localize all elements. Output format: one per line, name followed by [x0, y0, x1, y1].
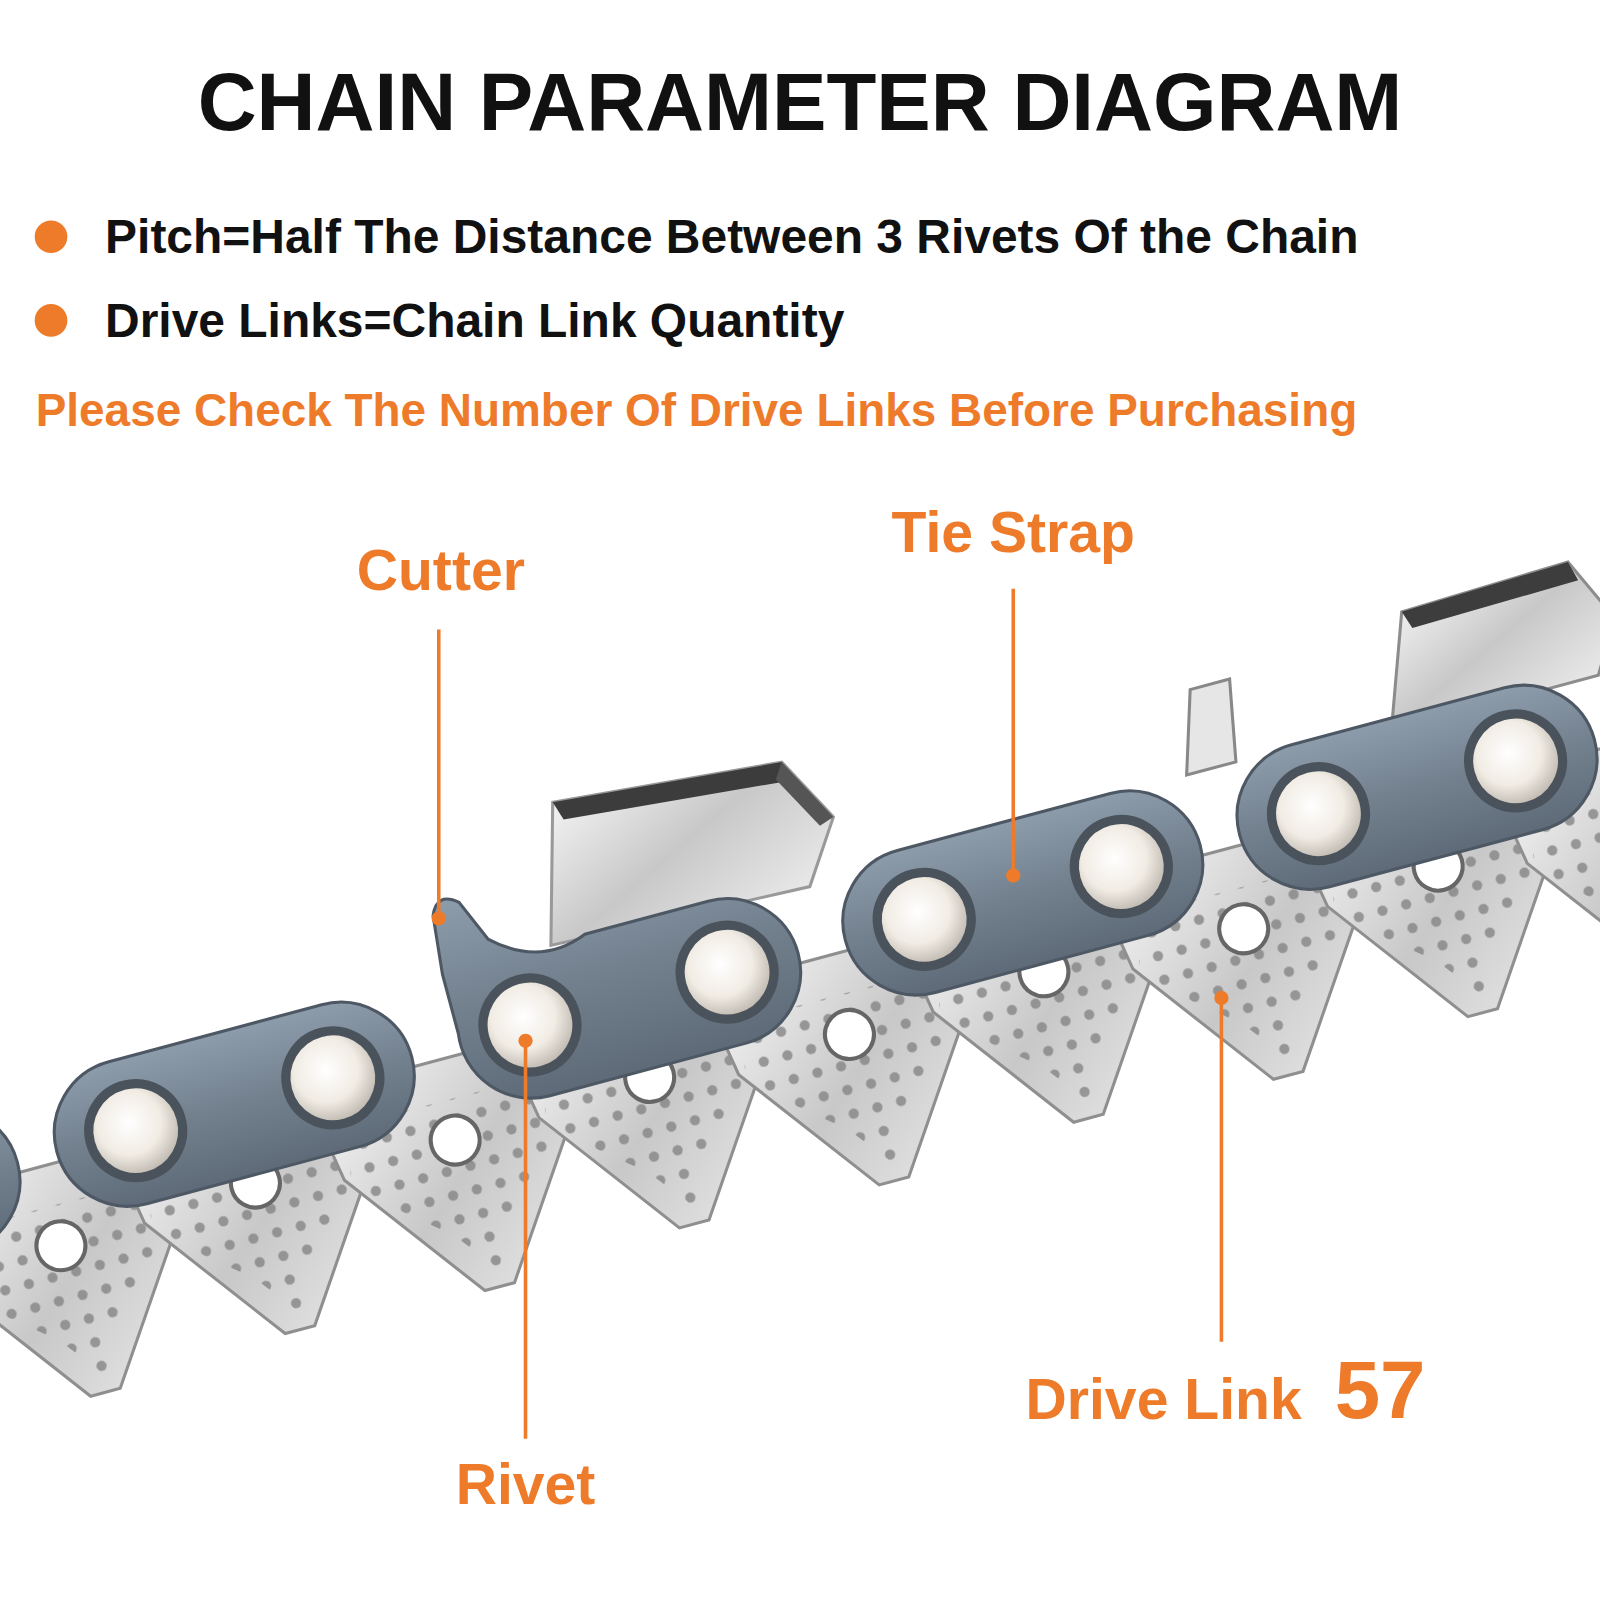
- leader-line: [1011, 589, 1015, 876]
- leader-dots: [432, 868, 1229, 1048]
- bullet-text: Drive Links=Chain Link Quantity: [105, 297, 844, 345]
- part-label: Rivet: [456, 1456, 596, 1513]
- rivet: [1458, 703, 1573, 818]
- cutter-fin: [1166, 679, 1251, 775]
- notice-text: Please Check The Number Of Drive Links B…: [36, 388, 1358, 434]
- cutter-face: [772, 753, 835, 834]
- callout-number: 57: [1335, 1349, 1426, 1431]
- rivet: [78, 1073, 193, 1188]
- part-label: Cutter: [357, 543, 525, 600]
- bullet-dot: [35, 220, 68, 253]
- tie-strap: [826, 774, 1219, 1011]
- leader-dot: [1006, 868, 1020, 882]
- cutter-plate: [423, 814, 817, 1114]
- rivet: [867, 862, 982, 977]
- rivet: [1261, 756, 1376, 871]
- leader-dot: [518, 1034, 532, 1048]
- cutter-top: [553, 741, 794, 842]
- tie-strap: [38, 986, 431, 1223]
- rivet: [275, 1020, 390, 1135]
- leader-lines: [439, 589, 1222, 1439]
- leader-line: [1220, 998, 1224, 1342]
- saw-chain: [0, 498, 1600, 1494]
- bullet-dot: [35, 304, 68, 337]
- rivet: [472, 967, 587, 1082]
- part-label: Drive Link: [1026, 1371, 1302, 1428]
- tie-strap: [1221, 669, 1600, 906]
- leader-line: [437, 630, 441, 919]
- leader-line: [524, 1041, 528, 1439]
- rivet: [670, 915, 785, 1030]
- bullet-text: Pitch=Half The Distance Between 3 Rivets…: [105, 213, 1358, 261]
- diagram-title: CHAIN PARAMETER DIAGRAM: [198, 61, 1403, 143]
- leader-dot: [432, 911, 446, 925]
- rivet: [1064, 809, 1179, 924]
- part-label: Tie Strap: [892, 504, 1135, 561]
- leader-dot: [1214, 991, 1228, 1005]
- cutter-top: [1400, 561, 1579, 630]
- tie-strap: [0, 1091, 36, 1328]
